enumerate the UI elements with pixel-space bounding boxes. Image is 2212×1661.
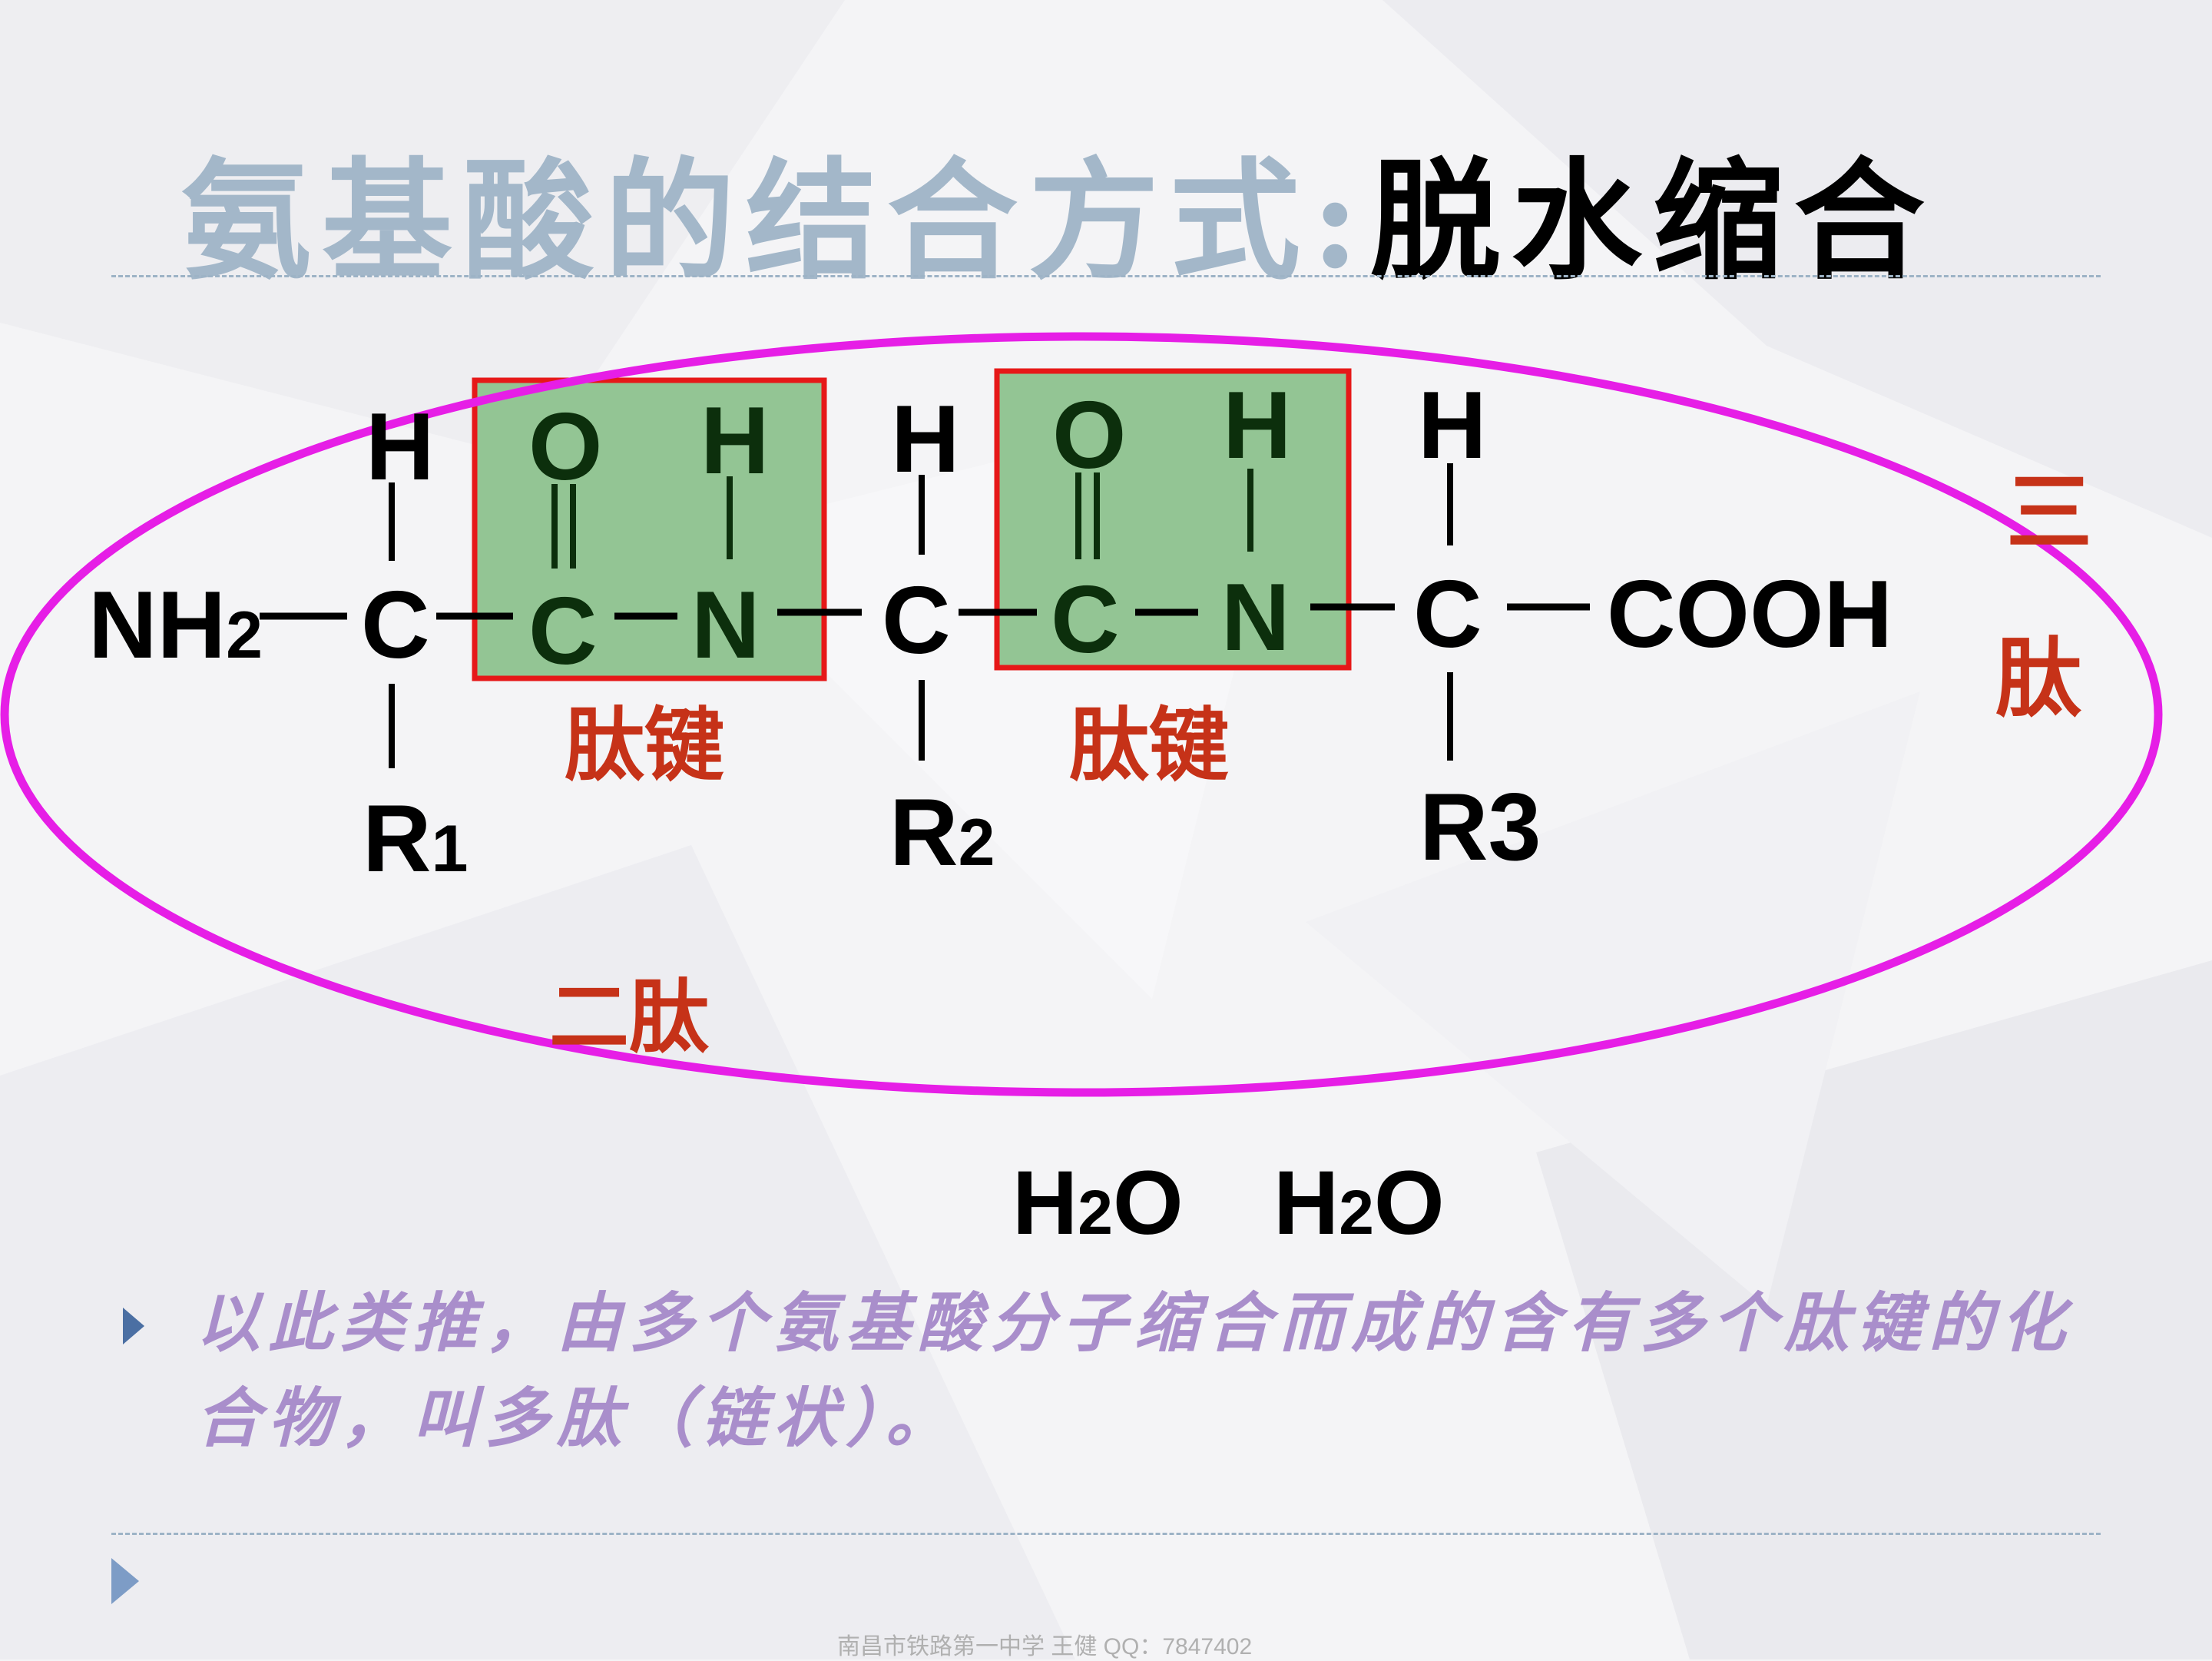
peptide-bond-label-1: 肽键 (565, 698, 725, 792)
water-molecule-2: H2O (1273, 1152, 1445, 1254)
r2-group: R2 (889, 780, 995, 886)
peptide-bond-label-2: 肽键 (1069, 698, 1230, 792)
tripeptide-label-char-2: 肽 (1995, 628, 2081, 729)
atom-c-box1: C (528, 579, 598, 685)
definition-paragraph: 以此类推，由多个氨基酸分子缩合而成的含有多个肽键的化合物，叫多肽（链状）。 (196, 1285, 2074, 1456)
atom-c1: C (361, 572, 430, 678)
tripeptide-label-char-1: 三 (2006, 462, 2092, 563)
tripeptide-ellipse (0, 332, 2163, 1097)
atom-c2: C (882, 568, 951, 674)
empty-bullet-icon (111, 1558, 139, 1604)
atom-h2: H (891, 386, 960, 492)
top-divider (111, 275, 2101, 277)
r3-group: R3 (1419, 774, 1541, 880)
footer-watermark: 南昌市铁路第一中学 王健 QQ：7847402 (837, 1634, 1253, 1659)
bottom-divider (111, 1533, 2101, 1535)
title-highlight: 脱水缩合 (1369, 144, 1936, 298)
r1-group: R1 (363, 786, 469, 892)
dipeptide-label: 二肽 (549, 970, 710, 1064)
title-prefix: 氨基酸的结合方式: (180, 144, 1370, 298)
nh2-group: NH2 (88, 572, 263, 678)
peptide-bond-box-2 (994, 368, 1352, 671)
bullet-icon (123, 1308, 144, 1344)
atom-h1: H (366, 394, 435, 500)
peptide-bond-box-1 (472, 377, 827, 681)
atom-c3: C (1413, 562, 1482, 668)
atom-o-1: O (528, 394, 603, 500)
page-title: 氨基酸的结合方式:脱水缩合 (180, 115, 1936, 304)
atom-c-box2: C (1051, 567, 1120, 673)
atom-h-box1: H (700, 388, 770, 494)
atom-o-2: O (1052, 383, 1127, 489)
cooh-group: COOH (1607, 562, 1892, 668)
atom-h-box2: H (1223, 373, 1292, 479)
atom-h3: H (1418, 373, 1487, 479)
atom-n-box2: N (1221, 565, 1290, 671)
atom-n-box1: N (691, 572, 760, 678)
water-molecule-1: H2O (1012, 1152, 1184, 1254)
